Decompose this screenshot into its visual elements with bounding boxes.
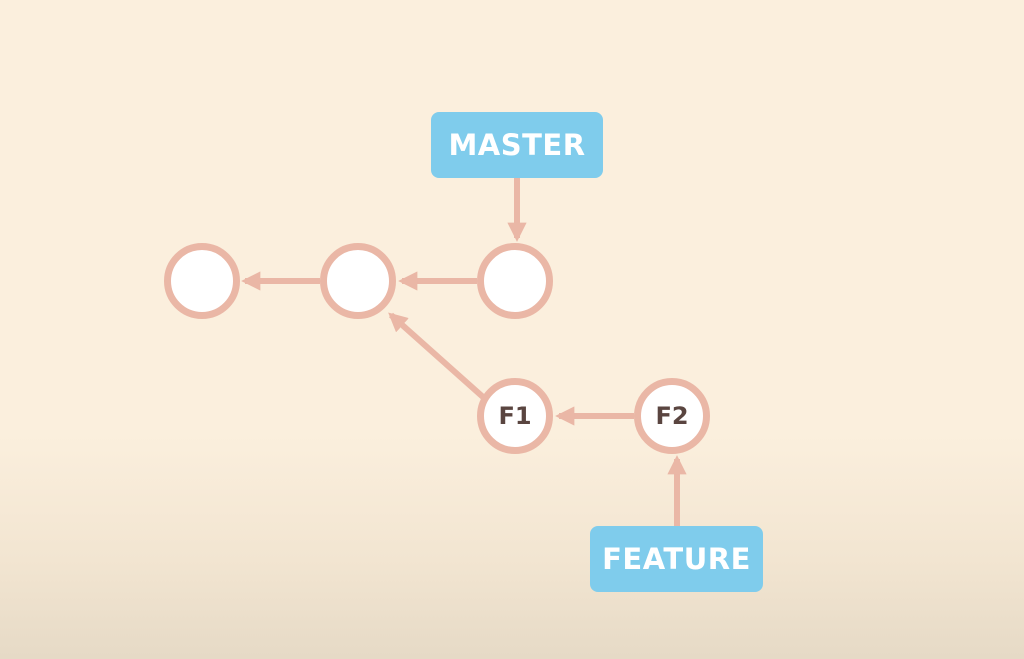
commit-node-f1: F1 bbox=[477, 378, 553, 454]
arrow-f1-to-commit2 bbox=[388, 312, 485, 400]
commit-node-3 bbox=[477, 243, 553, 319]
commit-node-f2: F2 bbox=[634, 378, 710, 454]
commit-label-f2: F2 bbox=[655, 402, 689, 430]
commit-label-f1: F1 bbox=[498, 402, 532, 430]
commit-node-2 bbox=[320, 243, 396, 319]
feature-branch-label: FEATURE bbox=[590, 526, 763, 592]
commit-node-1 bbox=[164, 243, 240, 319]
master-branch-label: MASTER bbox=[431, 112, 603, 178]
